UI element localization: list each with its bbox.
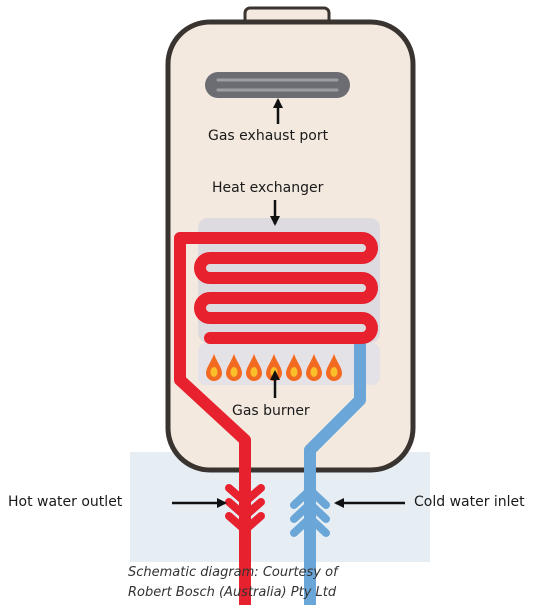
flame-core-2 [230,367,238,377]
hot-water-pipe [174,232,378,605]
cold-inlet-chevrons [290,486,330,537]
caption-line-2: Robert Bosch (Australia) Pty Ltd [128,585,337,600]
gas-burner-label: Gas burner [232,403,310,419]
gas-exhaust-port-label: Gas exhaust port [208,128,329,144]
hot-water-outlet-label: Hot water outlet [8,494,123,510]
flame-core-6 [310,367,318,377]
flame-core-3 [250,367,258,377]
diagram-caption: Schematic diagram: Courtesy of Robert Bo… [128,563,338,603]
flame-core-1 [210,367,218,377]
caption-line-1: Schematic diagram: Courtesy of [128,565,338,580]
cold-water-inlet-label: Cold water inlet [414,494,525,510]
flame-core-7 [330,367,338,377]
flame-core-5 [290,367,298,377]
gas-exhaust-port [205,72,350,98]
burner-flames [206,354,342,381]
hot-outlet-chevrons [225,484,265,534]
heat-exchanger-label: Heat exchanger [212,180,324,196]
